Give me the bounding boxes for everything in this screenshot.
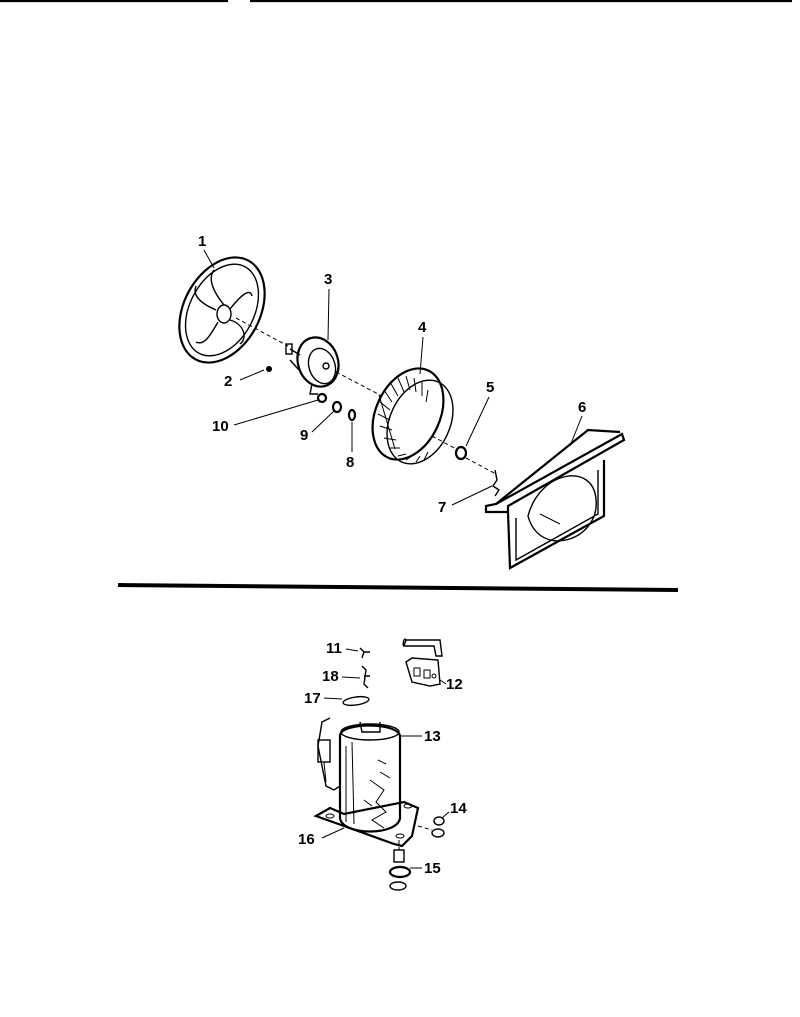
callout-16: 16 [298, 831, 315, 848]
nut-part [266, 366, 272, 372]
washer-part [331, 400, 343, 414]
callout-7: 7 [438, 499, 446, 516]
mount-nut-part [417, 816, 445, 838]
callout-17: 17 [304, 690, 321, 707]
section-divider [117, 583, 679, 592]
motor-part [285, 336, 340, 395]
lock-washer-part [316, 392, 328, 404]
gasket-part [342, 695, 370, 707]
callout-3: 3 [324, 271, 332, 288]
fan-blade-part [178, 256, 266, 364]
upper-callouts: 1 2 3 4 5 6 7 8 9 10 [198, 233, 586, 516]
callout-13: 13 [424, 728, 441, 745]
screw-part [492, 469, 500, 497]
clip-ring-part [454, 445, 468, 461]
callout-10: 10 [212, 418, 229, 435]
retainer-part [361, 665, 370, 689]
grommet-part [388, 840, 412, 891]
callout-4: 4 [418, 319, 427, 336]
callout-2: 2 [224, 373, 232, 390]
compressor-part [317, 717, 402, 833]
lower-callouts: 11 12 13 14 15 16 17 18 [298, 640, 467, 877]
callout-14: 14 [450, 800, 467, 817]
callout-6: 6 [578, 399, 586, 416]
spacer-part [347, 408, 357, 422]
mounting-panel-part [484, 428, 626, 570]
callout-8: 8 [346, 454, 354, 471]
callout-11: 11 [326, 640, 342, 657]
callout-18: 18 [322, 668, 339, 685]
callout-5: 5 [486, 379, 494, 396]
callout-15: 15 [424, 860, 441, 877]
callout-1: 1 [198, 233, 206, 250]
clip-part [359, 647, 370, 659]
blower-wheel-part [371, 367, 454, 465]
base-plate-part [313, 800, 420, 848]
callout-9: 9 [300, 427, 308, 444]
assembly-axis [235, 317, 497, 475]
overload-protector-part [402, 638, 443, 687]
callout-12: 12 [446, 676, 463, 693]
